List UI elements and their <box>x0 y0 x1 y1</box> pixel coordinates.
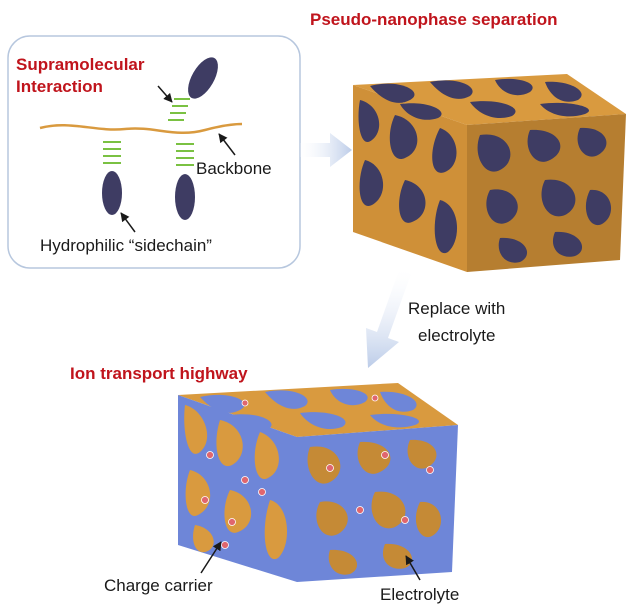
charge-carrier-label: Charge carrier <box>104 576 213 595</box>
sidechain-ellipse-upper <box>188 57 218 99</box>
ion-transport-panel: Ion transport highway <box>70 364 459 604</box>
phase-cube <box>353 74 626 272</box>
supramolecular-bond-upper <box>168 98 190 121</box>
sidechain-ellipse-left <box>102 171 122 215</box>
polymer-backbone <box>39 122 243 134</box>
sidechain-pointer <box>120 212 136 233</box>
phase-separation-title: Pseudo-nanophase separation <box>310 10 558 29</box>
electrolyte-cube <box>178 383 458 582</box>
supramolecular-bond-left <box>103 141 121 164</box>
replace-label-line2: electrolyte <box>418 326 495 345</box>
sidechain-label: Hydrophilic “sidechain” <box>40 236 212 255</box>
supramolecular-title-line2: Interaction <box>16 77 103 96</box>
molecule-panel: Supramolecular Interaction <box>7 35 301 269</box>
supramolecular-title-line1: Supramolecular <box>16 55 145 74</box>
sidechain-ellipse-right <box>175 174 195 220</box>
transition-arrow-down <box>366 270 411 368</box>
transition-arrow-right <box>300 133 352 167</box>
electrolyte-label: Electrolyte <box>380 585 459 604</box>
charge-carriers <box>201 394 434 549</box>
electrolyte-pointer <box>405 555 421 581</box>
ion-transport-title: Ion transport highway <box>70 364 248 383</box>
backbone-label: Backbone <box>196 159 272 178</box>
replace-label-line1: Replace with <box>408 299 505 318</box>
supramolecular-bond-right <box>176 143 194 166</box>
interaction-pointer <box>157 85 173 103</box>
phase-separation-panel: Pseudo-nanophase separation <box>310 10 626 272</box>
carrier-pointer <box>200 541 222 574</box>
backbone-pointer <box>218 133 236 156</box>
